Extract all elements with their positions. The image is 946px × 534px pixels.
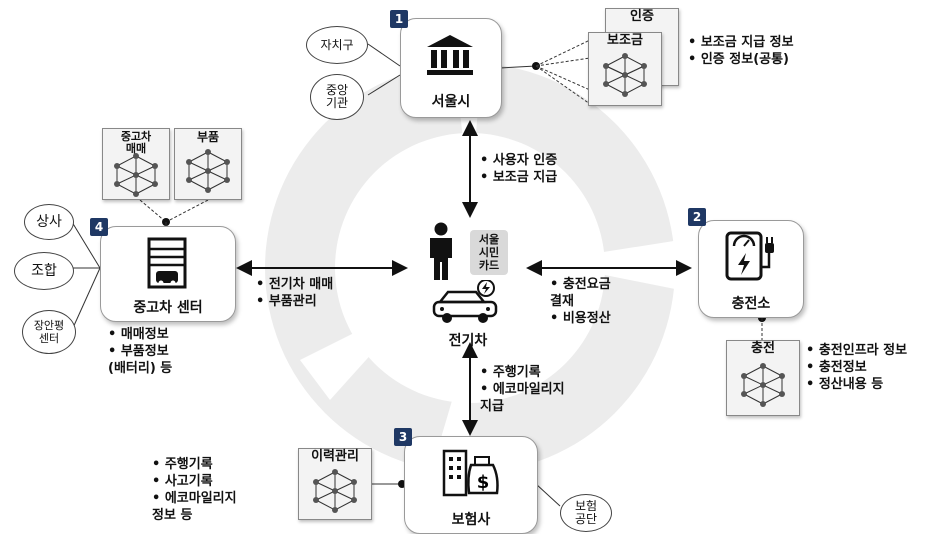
seoul-number-badge: 1 <box>390 10 408 28</box>
insurance-node: $ 보험사 <box>404 436 538 534</box>
charging-label: 충전소 <box>731 296 771 312</box>
seoul-info-text: • 보조금 지급 정보 • 인증 정보(공통) <box>688 35 794 67</box>
history-ledger-card: 이력관리 <box>298 448 372 520</box>
network-icon <box>741 363 785 407</box>
charging-number-badge: 2 <box>688 208 706 226</box>
usedcar-trade-ledger-card: 중고차 매매 <box>102 128 170 200</box>
ev-label: 전기차 <box>448 333 488 349</box>
charge-ledger-card: 충전 <box>726 340 800 416</box>
person-icon <box>430 222 452 280</box>
charge-info-text: • 충전인프라 정보 • 충전정보 • 정산내용 등 <box>806 343 908 392</box>
usedcar-ev-text: • 전기차 매매 • 부품관리 <box>256 277 334 309</box>
insurance-label: 보험사 <box>451 512 491 528</box>
electric-car-icon <box>432 280 498 323</box>
charge-ledger-title: 충전 <box>751 341 775 356</box>
usedcar-number-badge: 4 <box>90 218 108 236</box>
subsidy-ledger-card: 보조금 <box>588 32 662 106</box>
janganpyeong-center-ellipse: 장안평 센터 <box>22 310 76 354</box>
history-ledger-title: 이력관리 <box>311 449 359 464</box>
insurance-number-badge: 3 <box>394 428 412 446</box>
insurance-building-money-icon: $ <box>442 449 499 497</box>
charge-ev-text: • 충전요금 결재 • 비용정산 <box>550 277 611 326</box>
insurance-ev-text: • 주행기록 • 에코마일리지 지급 <box>480 365 565 414</box>
usedcar-info-text: • 매매정보 • 부품정보 (배터리) 등 <box>108 327 173 376</box>
usedcar-trade-ledger-title: 중고차 매매 <box>120 130 152 155</box>
union-ellipse: 조합 <box>14 252 74 290</box>
usedcar-node: 중고차 센터 <box>100 226 236 322</box>
network-icon <box>186 149 230 193</box>
seoul-citizen-card: 서울 시민 카드 <box>470 230 508 275</box>
seoul-ev-text: • 사용자 인증 • 보조금 지급 <box>480 153 558 185</box>
government-building-icon <box>427 35 473 75</box>
insurance-agency-ellipse: 보험 공단 <box>560 494 612 532</box>
network-icon <box>114 153 158 197</box>
insurance-info-text: • 주행기록 • 사고기록 • 에코마일리지 정보 등 <box>152 457 237 523</box>
ev-charger-icon <box>725 231 774 281</box>
usedcar-label: 중고차 센터 <box>133 300 203 316</box>
subsidy-ledger-title: 보조금 <box>607 33 643 48</box>
seoul-node: 서울시 <box>400 18 502 118</box>
cert-ledger-title: 인증 <box>630 9 654 24</box>
parts-ledger-card: 부품 <box>174 128 242 200</box>
charging-node: 충전소 <box>698 220 804 318</box>
central-agency-ellipse: 중앙 기관 <box>310 74 364 120</box>
svg-text:$: $ <box>477 472 490 493</box>
seoul-label: 서울시 <box>431 94 471 110</box>
dealer-ellipse: 상사 <box>24 204 74 240</box>
autonomous-district-ellipse: 자치구 <box>306 26 368 64</box>
garage-icon <box>147 237 187 289</box>
network-icon <box>603 53 647 97</box>
network-icon <box>313 469 357 513</box>
parts-ledger-title: 부품 <box>196 130 220 144</box>
